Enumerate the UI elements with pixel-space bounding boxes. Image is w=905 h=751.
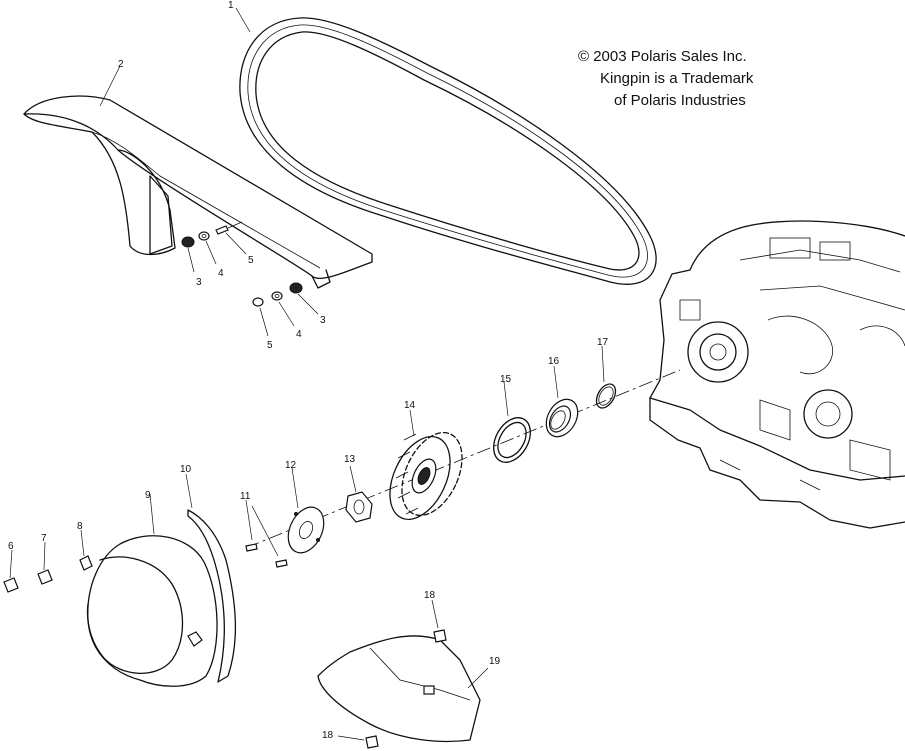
callout-14: 14 [404, 400, 416, 411]
plate-bolts [245, 543, 288, 568]
seal [545, 398, 579, 438]
lower-guard [317, 635, 481, 743]
callout-8: 8 [77, 521, 83, 532]
o-ring [595, 383, 617, 409]
callout-18b: 18 [322, 730, 334, 741]
copyright-notice: © 2003 Polaris Sales Inc. Kingpin is a T… [578, 46, 753, 112]
lower-guard-bolts [365, 629, 447, 749]
callout-3b: 3 [320, 315, 326, 326]
engine-block [649, 220, 905, 529]
hex-nut [345, 491, 373, 523]
callout-1: 1 [228, 0, 234, 11]
callout-11: 11 [240, 491, 251, 502]
callout-13: 13 [344, 454, 356, 465]
drive-belt [239, 17, 657, 285]
trademark-line-1: Kingpin is a Trademark [600, 70, 754, 87]
callout-12: 12 [285, 460, 297, 471]
trademark-line-2: of Polaris Industries [614, 92, 746, 109]
callout-10: 10 [180, 464, 192, 475]
guard-hardware-lower [252, 282, 303, 307]
callout-5b: 5 [267, 340, 273, 351]
callout-2: 2 [118, 59, 124, 70]
guard-hardware-upper [181, 221, 243, 248]
retaining-plate [287, 506, 325, 554]
callout-6: 6 [8, 541, 14, 552]
callout-5a: 5 [248, 255, 254, 266]
drive-sprocket [389, 431, 463, 521]
callout-16: 16 [548, 356, 560, 367]
cover-gasket [187, 509, 237, 683]
drive-cover [86, 535, 218, 687]
callout-3a: 3 [196, 277, 202, 288]
callout-7: 7 [41, 533, 47, 544]
callout-17: 17 [597, 337, 609, 348]
copyright-line: © 2003 Polaris Sales Inc. [578, 48, 747, 65]
callout-19: 19 [489, 656, 501, 667]
callout-4b: 4 [296, 329, 302, 340]
spacer-ring [493, 417, 531, 463]
callout-15: 15 [500, 374, 512, 385]
cover-fasteners [3, 555, 93, 593]
callout-9: 9 [145, 490, 151, 501]
belt-guard [23, 95, 373, 289]
callout-18a: 18 [424, 590, 436, 601]
callout-4a: 4 [218, 268, 224, 279]
